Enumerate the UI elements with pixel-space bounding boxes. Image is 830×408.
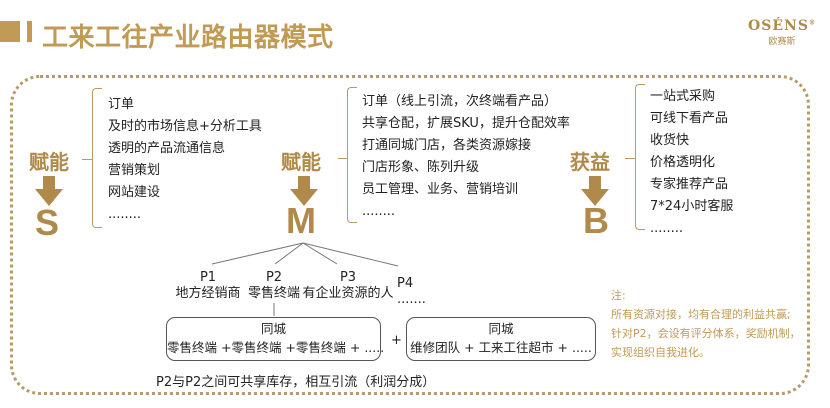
list-item: 透明的产品流通信息 bbox=[108, 141, 226, 156]
title-accent-block bbox=[0, 21, 20, 42]
list-item: 专家推荐产品 bbox=[650, 177, 729, 192]
plus-sign: + bbox=[391, 333, 402, 348]
city-box-content: 维修团队 + 工来工往超市 + ..... bbox=[410, 340, 592, 355]
bracket-connector bbox=[625, 158, 635, 159]
role-letter-m: M bbox=[286, 200, 316, 241]
list-s: 订单 及时的市场信息+分析工具 透明的产品流通信息 营销策划 网站建设 ....… bbox=[108, 94, 262, 226]
title-accent-bar bbox=[27, 21, 32, 42]
brand-logo: OSÉNS® 欧赛斯 bbox=[742, 18, 822, 47]
list-m: 订单（线上引流，次终端看产品） 共享仓配，扩展SKU，提升仓配效率 打通同城门店… bbox=[362, 91, 570, 223]
participant-name: ....... bbox=[397, 292, 426, 307]
diagram-frame bbox=[10, 75, 810, 395]
list-item: 打通同城门店，各类资源嫁接 bbox=[362, 138, 532, 153]
page-title: 工来工往产业路由器模式 bbox=[42, 23, 334, 53]
city-box-service: 同城 维修团队 + 工来工往超市 + ..... bbox=[406, 317, 596, 361]
role-label-s: 赋能 bbox=[29, 150, 69, 174]
list-item: ........ bbox=[108, 207, 142, 222]
participant-p3: P3 有企业资源的人 bbox=[302, 270, 394, 302]
logo-wordmark: OSÉNS® bbox=[748, 18, 816, 34]
city-box-title: 同城 bbox=[260, 321, 286, 336]
participant-name: 零售终端 bbox=[247, 286, 300, 301]
list-item: 一站式采购 bbox=[650, 89, 716, 104]
bracket-connector bbox=[338, 158, 348, 159]
down-arrow-icon bbox=[581, 176, 609, 206]
list-item: 营销策划 bbox=[108, 163, 161, 178]
bracket bbox=[92, 88, 102, 228]
list-item: 收货快 bbox=[650, 133, 690, 148]
down-arrow-icon bbox=[290, 176, 318, 206]
participant-name: 有企业资源的人 bbox=[302, 286, 394, 301]
participant-code: P4 bbox=[397, 276, 414, 291]
footnote-line: 所有资源对接，均有合理的利益共赢; bbox=[611, 308, 791, 321]
role-label-m: 赋能 bbox=[281, 150, 321, 174]
list-item: 共享仓配，扩展SKU，提升仓配效率 bbox=[362, 116, 570, 131]
city-box-title: 同城 bbox=[488, 321, 514, 336]
footnote-title: 注: bbox=[611, 289, 626, 302]
list-item: 可线下看产品 bbox=[650, 111, 729, 126]
footnote: 注: 所有资源对接，均有合理的利益共赢; 针对P2，会设有评分体系，奖励机制， … bbox=[611, 286, 801, 362]
participant-p4: P4 ....... bbox=[397, 276, 427, 308]
participant-name: 地方经销商 bbox=[175, 286, 241, 301]
list-item: 及时的市场信息+分析工具 bbox=[108, 119, 262, 134]
list-item: ........ bbox=[650, 221, 684, 236]
role-label-b: 获益 bbox=[570, 150, 610, 174]
list-item: 订单（线上引流，次终端看产品） bbox=[362, 94, 558, 109]
list-item: 价格透明化 bbox=[650, 155, 716, 170]
list-item: ........ bbox=[362, 204, 396, 219]
participant-p2: P2 零售终端 bbox=[243, 270, 305, 302]
city-box-content: 零售终端 +零售终端 +零售终端 + ..... bbox=[167, 340, 385, 355]
participant-code: P2 bbox=[265, 270, 283, 285]
list-item: 订单 bbox=[108, 97, 135, 112]
list-item: 7*24小时客服 bbox=[650, 199, 734, 214]
footnote-line: 针对P2，会设有评分体系，奖励机制， bbox=[611, 327, 801, 340]
role-letter-s: S bbox=[35, 202, 60, 243]
participant-p1: P1 地方经销商 bbox=[168, 270, 248, 302]
list-item: 员工管理、业务、营销培训 bbox=[362, 182, 519, 197]
role-letter-b: B bbox=[583, 200, 609, 241]
footnote-line: 实现组织自我进化。 bbox=[611, 346, 710, 359]
list-b: 一站式采购 可线下看产品 收货快 价格透明化 专家推荐产品 7*24小时客服 .… bbox=[650, 86, 733, 240]
down-arrow-icon bbox=[35, 176, 63, 206]
list-item: 网站建设 bbox=[108, 185, 161, 200]
participant-code: P3 bbox=[339, 270, 357, 285]
logo-chinese-name: 欧赛斯 bbox=[768, 37, 796, 47]
list-item: 门店形象、陈列升级 bbox=[362, 160, 480, 175]
bracket bbox=[347, 87, 357, 223]
participant-code: P1 bbox=[199, 270, 217, 285]
inventory-sharing-note: P2与P2之间可共享库存，相互引流（利润分成） bbox=[156, 375, 436, 390]
bracket bbox=[635, 84, 645, 230]
bracket-connector bbox=[82, 159, 92, 160]
city-box-retail: 同城 零售终端 +零售终端 +零售终端 + ..... bbox=[166, 317, 385, 361]
